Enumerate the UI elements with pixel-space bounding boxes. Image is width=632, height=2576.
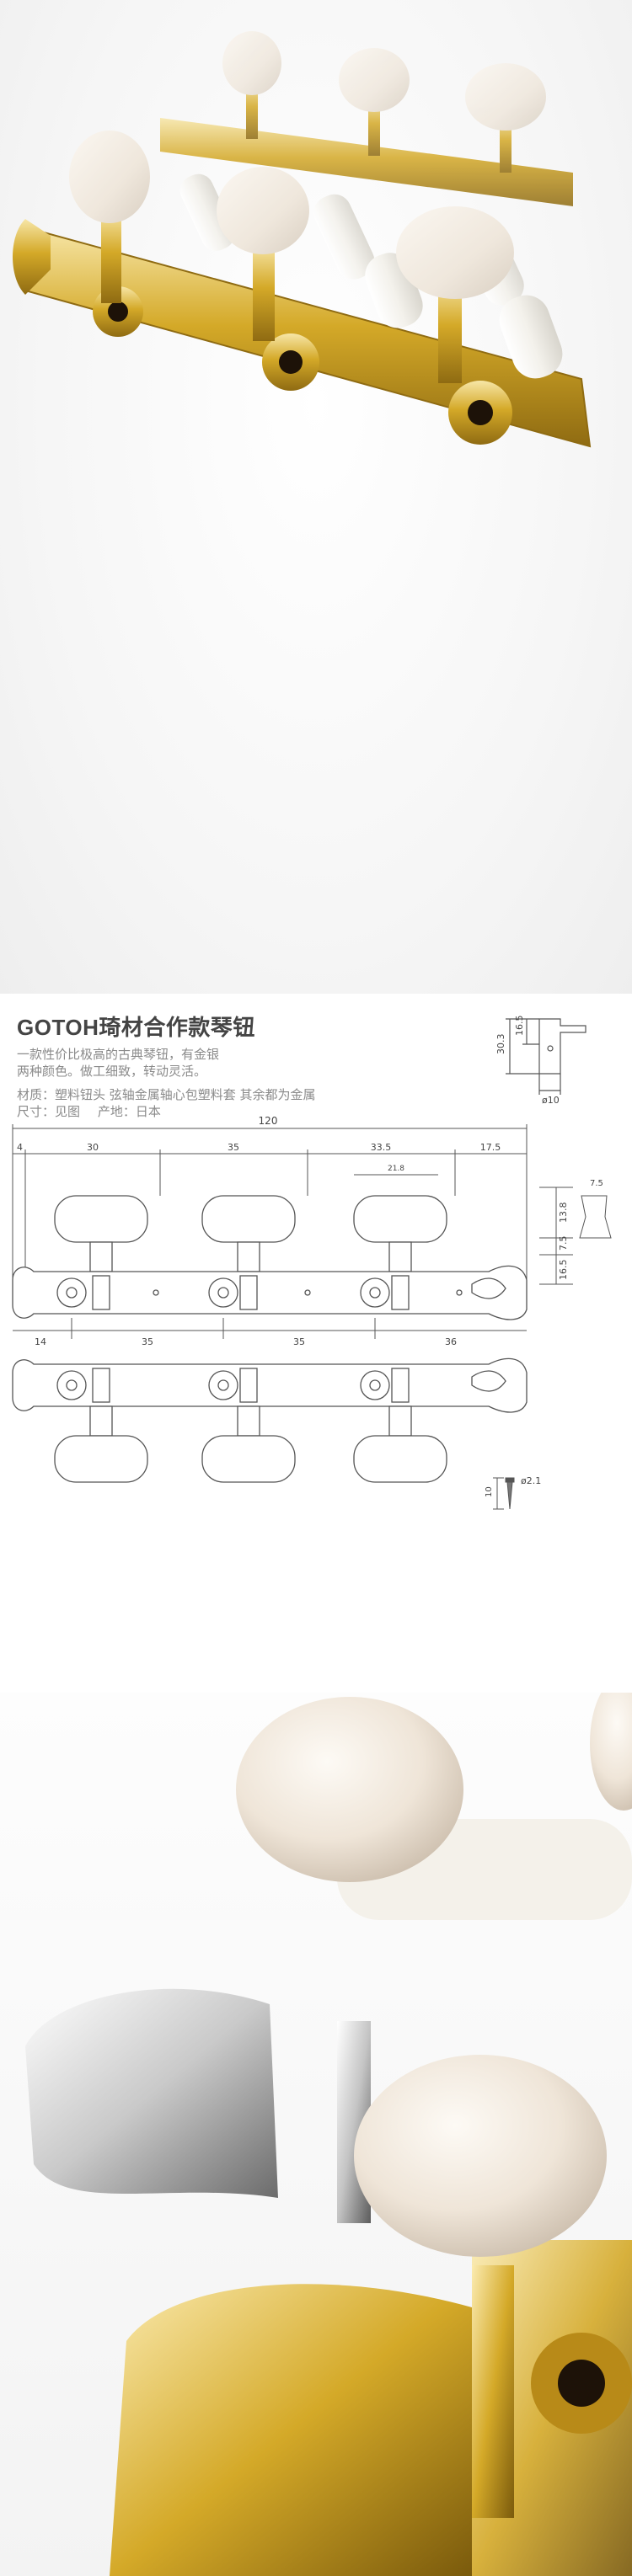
size-value: 见图 bbox=[55, 1104, 81, 1119]
screw-length: 10 bbox=[485, 1486, 494, 1497]
closeup-photo bbox=[0, 1693, 632, 2576]
description-line: 两种颜色。做工细致，转动灵活。 bbox=[17, 1064, 207, 1079]
screw-drawing bbox=[493, 1477, 515, 1510]
dim-seg-2: 35 bbox=[142, 1336, 153, 1347]
dim-button-width: 21.8 bbox=[388, 1165, 404, 1173]
gold-tuners-illustration bbox=[13, 31, 592, 448]
silver-closeup-tuner bbox=[25, 1693, 632, 2223]
side-profile-diagram bbox=[506, 1018, 586, 1095]
dim-plate-height: 16.5 bbox=[558, 1260, 569, 1281]
dim-height-total: 30.3 bbox=[495, 1034, 506, 1055]
dim-seg-3: 35 bbox=[293, 1336, 305, 1347]
dim-seg-b: 30 bbox=[87, 1142, 99, 1153]
back-tuner-plate bbox=[160, 31, 573, 306]
specs-section bbox=[0, 994, 632, 1693]
dim-diameter: ø10 bbox=[542, 1095, 560, 1106]
closeup-illustration bbox=[25, 1693, 632, 2576]
dim-button-thickness: 7.5 bbox=[590, 1179, 603, 1188]
gold-tuners-photo bbox=[0, 0, 632, 1011]
bottom-dimension-lines bbox=[13, 1318, 527, 1339]
top-dimension-lines bbox=[12, 1124, 573, 1305]
technical-drawing: 30.3 16.5 ø10 120 4 30 35 33.5 17.5 21.8… bbox=[12, 1016, 612, 1510]
dim-height-upper: 16.5 bbox=[514, 1016, 525, 1037]
material-row: 材质：塑料钮头 弦轴金属轴心包塑料套 其余都为金属 bbox=[17, 1086, 396, 1103]
origin-value: 日本 bbox=[135, 1104, 161, 1119]
dim-seg-4: 36 bbox=[445, 1336, 457, 1347]
dim-seg-e: 17.5 bbox=[480, 1142, 501, 1153]
size-label: 尺寸： bbox=[17, 1104, 56, 1119]
dim-seg-a: 4 bbox=[17, 1142, 23, 1153]
dim-total-length: 120 bbox=[259, 1115, 278, 1127]
dim-seg-1: 14 bbox=[35, 1336, 46, 1347]
screw-diameter: ø2.1 bbox=[521, 1475, 541, 1486]
product-description: 一款性价比极高的古典琴钮，有金银 两种颜色。做工细致，转动灵活。 bbox=[17, 1046, 295, 1080]
gold-closeup-tuner bbox=[110, 2055, 632, 2576]
dim-button-height: 13.8 bbox=[558, 1203, 569, 1224]
material-label: 材质： bbox=[17, 1087, 56, 1102]
bottom-view-tuner-drawing bbox=[12, 1357, 528, 1483]
dim-shaft-gap: 7.5 bbox=[558, 1236, 569, 1251]
origin-label: 产地： bbox=[97, 1104, 136, 1119]
description-line: 一款性价比极高的古典琴钮，有金银 bbox=[17, 1047, 220, 1062]
product-title: GOTOH琦材合作款琴钮 bbox=[17, 1015, 255, 1040]
front-tuner-plate bbox=[13, 131, 592, 448]
dim-seg-c: 35 bbox=[228, 1142, 239, 1153]
size-origin-row: 尺寸：见图 产地：日本 bbox=[17, 1103, 396, 1120]
product-meta: 材质：塑料钮头 弦轴金属轴心包塑料套 其余都为金属 尺寸：见图 产地：日本 bbox=[17, 1086, 396, 1120]
button-side-view bbox=[579, 1195, 612, 1239]
dim-seg-d: 33.5 bbox=[371, 1142, 392, 1153]
material-value: 塑料钮头 弦轴金属轴心包塑料套 其余都为金属 bbox=[55, 1087, 316, 1102]
top-view-tuner-drawing bbox=[12, 1195, 528, 1320]
